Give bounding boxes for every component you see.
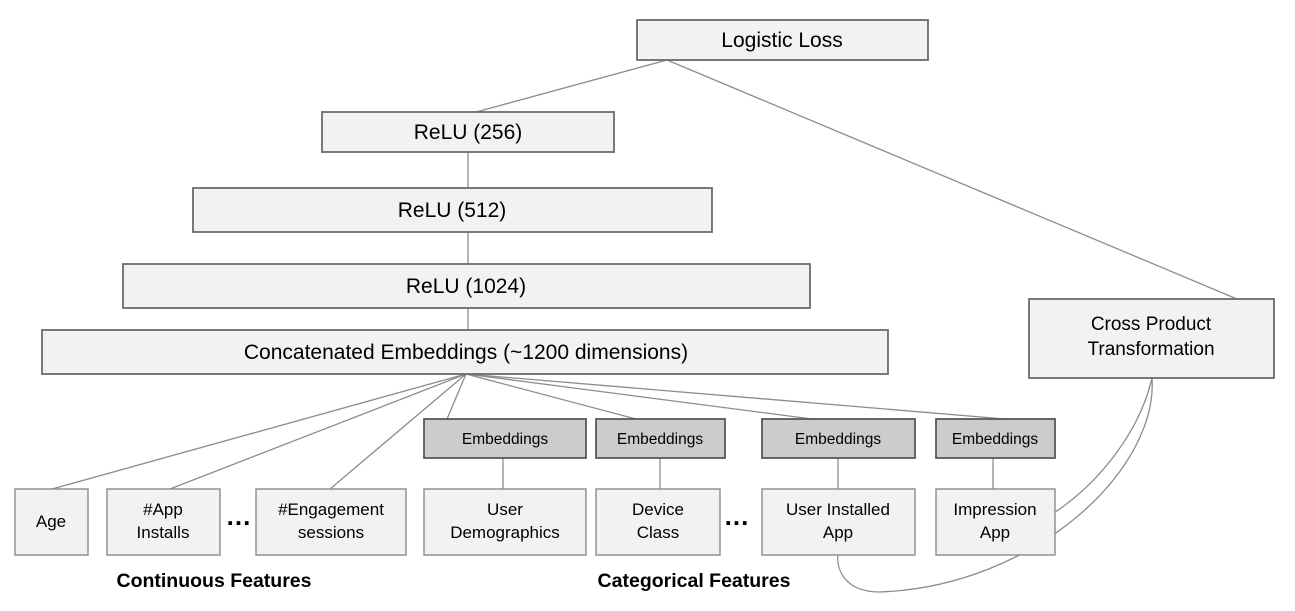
user-installed-app-label-line1: User Installed [786,500,890,519]
engagement-sessions-label-line1: #Engagement [278,500,384,519]
edge-concat-to-embeddings-1 [446,373,467,420]
categorical-features-group-label: Categorical Features [598,570,791,592]
edge-loss-to-cross-product [666,59,1238,300]
logistic-loss-label: Logistic Loss [721,29,842,52]
impression-app-label-line2: App [980,523,1010,542]
relu-1024-box[interactable] [122,263,811,309]
age-label-line1: Age [36,512,66,531]
embeddings-2-box[interactable] [595,418,726,459]
edge-concat-to-embeddings-4 [465,373,1006,420]
node-concatenated-embeddings[interactable]: Concatenated Embeddings (~1200 dimension… [41,329,889,375]
edge-loss-to-relu256 [475,59,668,113]
edge-concat-to-embeddings-3 [465,373,813,420]
concatenated-embeddings-box[interactable] [41,329,889,375]
node-feature-user-installed-app[interactable]: User Installed App [761,488,916,556]
edge-cross-product-to-impression-app [1045,377,1153,519]
node-relu-256[interactable]: ReLU (256) [321,111,615,153]
edge-layer [51,59,1238,593]
user-demographics-box[interactable] [423,488,587,556]
engagement-sessions-box[interactable] [255,488,407,556]
node-embeddings-1[interactable]: Embeddings [423,418,587,459]
embeddings-1-box[interactable] [423,418,587,459]
concatenated-embeddings-label: Concatenated Embeddings (~1200 dimension… [244,341,688,364]
relu-256-label: ReLU (256) [414,121,523,144]
embeddings-3-box[interactable] [761,418,916,459]
impression-app-label-line1: Impression [953,500,1036,519]
node-relu-512[interactable]: ReLU (512) [192,187,713,233]
edge-concat-to-embeddings-2 [465,373,637,420]
embeddings-3-label: Embeddings [795,431,881,448]
user-installed-app-box[interactable] [761,488,916,556]
embeddings-1-label: Embeddings [462,431,548,448]
node-relu-1024[interactable]: ReLU (1024) [122,263,811,309]
embeddings-4-box[interactable] [935,418,1056,459]
cross-product-label-line2: Transformation [1087,339,1214,360]
node-embeddings-2[interactable]: Embeddings [595,418,726,459]
age-box[interactable] [14,488,89,556]
device-class-label-line2: Class [637,523,680,542]
embeddings-2-label: Embeddings [617,431,703,448]
node-logistic-loss[interactable]: Logistic Loss [636,19,929,61]
app-installs-label-line1: #App [143,500,183,519]
impression-app-box[interactable] [935,488,1056,556]
user-demographics-label-line1: User [487,500,523,519]
device-class-label-line1: Device [632,500,684,519]
node-embeddings-3[interactable]: Embeddings [761,418,916,459]
continuous-features-group-label: Continuous Features [116,570,311,592]
relu-512-label: ReLU (512) [398,199,507,222]
edge-cross-product-to-user-installed-app [837,377,1153,593]
user-demographics-label-line2: Demographics [450,523,560,542]
edge-concat-to-age [51,373,467,490]
relu-512-box[interactable] [192,187,713,233]
edge-concat-to-engagement-sessions [329,373,467,490]
node-feature-impression-app[interactable]: Impression App [935,488,1056,556]
app-installs-label-line2: Installs [137,523,190,542]
user-installed-app-label-line2: App [823,523,853,542]
node-feature-user-demographics[interactable]: User Demographics [423,488,587,556]
embeddings-4-label: Embeddings [952,431,1038,448]
node-feature-device-class[interactable]: Device Class [595,488,721,556]
edge-concat-to-app-installs [169,373,467,490]
logistic-loss-box[interactable] [636,19,929,61]
node-feature-app-installs[interactable]: #App Installs [106,488,221,556]
ellipsis-categorical: ... [725,501,750,531]
device-class-box[interactable] [595,488,721,556]
node-cross-product-transformation[interactable]: Cross Product Transformation [1028,298,1275,379]
node-embeddings-4[interactable]: Embeddings [935,418,1056,459]
relu-1024-label: ReLU (1024) [406,275,526,298]
relu-256-box[interactable] [321,111,615,153]
ellipsis-continuous: ... [227,501,252,531]
app-installs-box[interactable] [106,488,221,556]
cross-product-label-line1: Cross Product [1091,314,1212,335]
node-feature-engagement-sessions[interactable]: #Engagement sessions [255,488,407,556]
cross-product-box[interactable] [1028,298,1275,379]
engagement-sessions-label-line2: sessions [298,523,364,542]
node-feature-age[interactable]: Age [14,488,89,556]
